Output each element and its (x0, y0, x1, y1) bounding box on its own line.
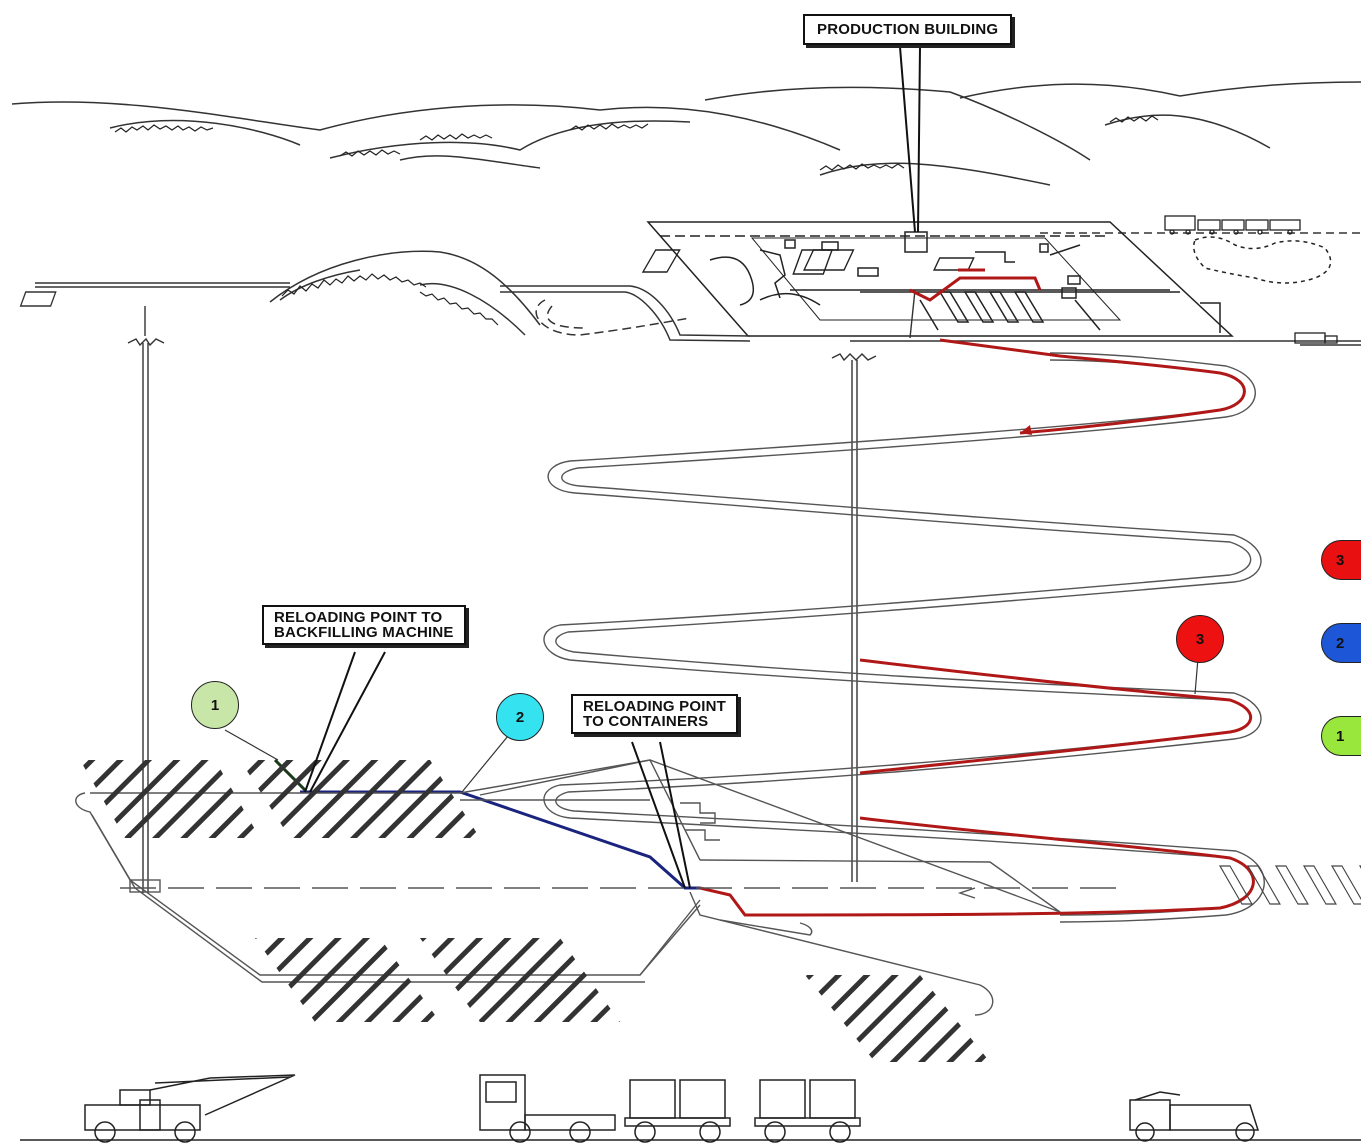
reloading-containers-label: RELOADING POINT TO CONTAINERS (571, 694, 738, 734)
loader-vehicle-icon (1130, 1092, 1258, 1141)
legend-1-marker: 1 (1321, 716, 1361, 756)
hills (12, 82, 1361, 335)
route-1-marker: 1 (191, 681, 239, 729)
reloading-backfilling-label: RELOADING POINT TO BACKFILLING MACHINE (262, 605, 466, 645)
route-2-marker: 2 (496, 693, 544, 741)
backfilling-machine-icon (85, 1075, 295, 1142)
decline-ramp (544, 353, 1264, 922)
legend-3-marker: 3 (1321, 540, 1361, 580)
route-3-marker: 3 (1176, 615, 1224, 663)
production-building-label: PRODUCTION BUILDING (803, 14, 1012, 45)
disposal-drifts (80, 760, 990, 1062)
approach-road (500, 286, 750, 341)
legend-2-marker: 2 (1321, 623, 1361, 663)
ground-level (35, 233, 1361, 345)
container-truck-icon (480, 1075, 860, 1142)
route-3 (700, 270, 1253, 915)
train (1165, 216, 1300, 234)
